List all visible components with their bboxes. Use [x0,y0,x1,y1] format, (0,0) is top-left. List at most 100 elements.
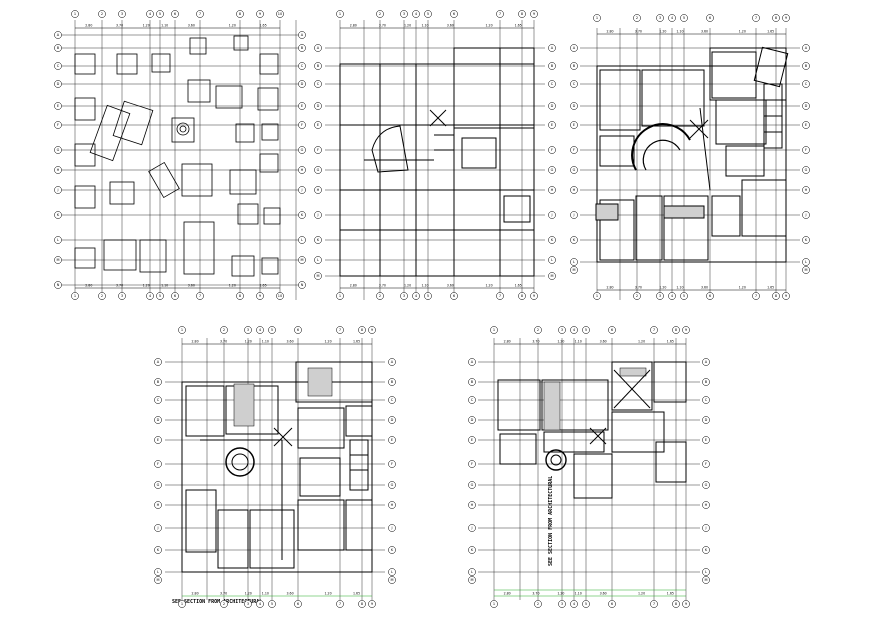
axis-bubble-circle [650,326,658,334]
axis-bubble-circle [336,10,344,18]
axis-bubble-circle [154,501,162,509]
axis-bubble-label: B [471,380,474,384]
axis-bubble-label: L [391,570,393,574]
axis-bubble-circle [772,292,780,300]
axis-bubble-bottom: 6 [608,600,616,608]
axis-bubble-label: A [57,33,60,37]
axis-bubble-label: 5 [585,328,587,332]
axis-bubble-circle [298,186,306,194]
axis-bubble-label: K [551,238,554,242]
axis-bubble-circle [244,600,252,608]
axis-bubble-bottom: 9 [682,600,690,608]
axis-bubble-bottom: 7 [196,292,204,300]
axis-bubble-right: B [388,378,396,386]
axis-bubble-top: 5 [268,326,276,334]
axis-bubble-label: M [470,578,473,582]
axis-bubble-label: 4 [573,328,576,332]
axis-bubble-top: 1 [178,326,186,334]
axis-bubble-circle [154,358,162,366]
axis-bubble-right: L [548,256,556,264]
axis-bubble-right: K [802,236,810,244]
axis-bubble-top: 7 [336,326,344,334]
axis-bubble-circle [582,600,590,608]
axis-bubble-bottom: 3 [558,600,566,608]
axis-bubble-circle [570,146,578,154]
axis-bubble-circle [752,14,760,22]
dimension-label: 3.60 [701,286,708,290]
axis-bubble-right: H [298,166,306,174]
axis-bubble-top: 5 [156,10,164,18]
dimension-label: 1.10 [421,284,428,288]
axis-bubble-label: L [471,570,473,574]
axis-bubble-circle [633,292,641,300]
axis-bubble-label: 3 [561,328,563,332]
axis-bubble-circle [468,524,476,532]
axis-bubble-label: E [317,123,319,127]
axis-bubble-label: 7 [499,294,501,298]
axis-bubble-label: 3 [121,12,123,16]
axis-bubble-circle [558,326,566,334]
axis-bubble-label: 2 [379,12,381,16]
axis-bubble-bottom: 2 [376,292,384,300]
axis-bubble-label: E [705,438,707,442]
axis-bubble-circle [178,600,186,608]
axis-bubble-circle [702,460,710,468]
axis-bubble-label: C [551,82,554,86]
axis-bubble-left: A [314,44,322,52]
axis-bubble-right: M [298,256,306,264]
axis-bubble-circle [570,121,578,129]
axis-bubble-circle [154,481,162,489]
axis-bubble-label: K [157,548,160,552]
dimension-label: 3.60 [287,340,294,344]
dimension-label: 1.20 [486,24,493,28]
axis-bubble-circle [650,600,658,608]
axis-bubble-label: D [391,418,394,422]
axis-bubble-left: G [54,146,62,154]
axis-bubble-circle [702,436,710,444]
axis-bubble-circle [298,62,306,70]
axis-bubble-label: H [157,503,160,507]
axis-bubble-label: D [301,82,304,86]
axis-bubble-circle [490,326,498,334]
axis-bubble-top: 2 [534,326,542,334]
axis-bubble-label: 1 [74,12,76,16]
axis-bubble-circle [608,326,616,334]
axis-bubble-top: 5 [424,10,432,18]
axis-bubble-circle [593,292,601,300]
axis-bubble-circle [548,102,556,110]
axis-bubble-bottom: 9 [256,292,264,300]
axis-bubble-label: E [301,104,303,108]
axis-bubble-right: E [388,436,396,444]
axis-bubble-circle [570,266,578,274]
axis-bubble-label: C [301,64,304,68]
axis-bubble-label: 6 [297,328,299,332]
axis-bubble-right: B [298,44,306,52]
axis-bubble-top: 2 [633,14,641,22]
axis-bubble-circle [196,292,204,300]
axis-bubble-circle [388,416,396,424]
axis-bubble-circle [656,292,664,300]
axis-bubble-label: E [471,438,473,442]
axis-bubble-right: A [702,358,710,366]
axis-bubble-label: 9 [785,294,787,298]
axis-bubble-right: F [298,121,306,129]
axis-bubble-right: D [298,80,306,88]
axis-bubble-circle [314,272,322,280]
axis-bubble-circle [54,31,62,39]
axis-bubble-left: B [54,44,62,52]
axis-bubble-bottom: 5 [680,292,688,300]
plan-1-grid [60,20,305,300]
axis-bubble-bottom: 6 [294,600,302,608]
axis-bubble-label: 4 [573,602,576,606]
axis-bubble-right: J [388,524,396,532]
axis-bubble-left: F [468,460,476,468]
axis-bubble-circle [54,62,62,70]
axis-bubble-label: 5 [159,12,161,16]
axis-bubble-right: E [298,102,306,110]
axis-bubble-label: C [705,398,708,402]
axis-bubble-label: 7 [653,328,655,332]
axis-bubble-label: K [573,238,576,242]
axis-bubble-left: C [314,80,322,88]
axis-bubble-circle [314,80,322,88]
